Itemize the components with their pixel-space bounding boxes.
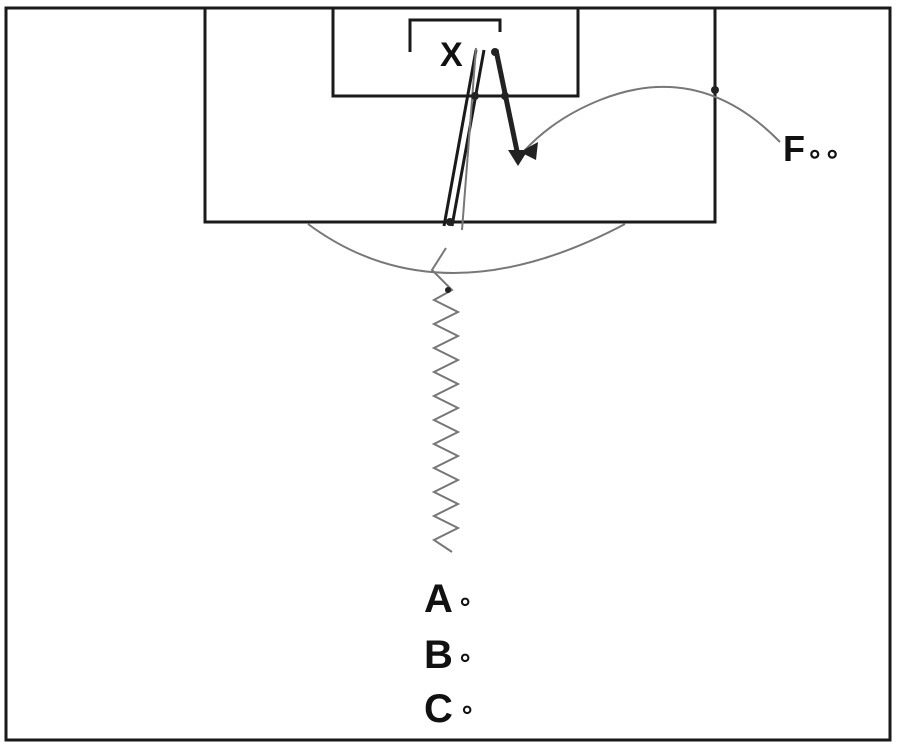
goal-area bbox=[331, 8, 580, 98]
junction-dot bbox=[711, 86, 719, 94]
player-b-label: B bbox=[424, 633, 453, 677]
player-c-marker: ∘ bbox=[459, 694, 475, 724]
keeper-movement bbox=[493, 49, 521, 157]
cone-marker: ∘∘ bbox=[806, 138, 841, 169]
cone-label: F bbox=[783, 128, 805, 169]
junction-dot bbox=[491, 48, 499, 56]
player-c-label: C bbox=[424, 687, 453, 731]
goal-frame bbox=[408, 18, 502, 52]
shot-path-right bbox=[450, 49, 486, 227]
pass-arrowhead bbox=[520, 142, 538, 160]
player-a-label: A bbox=[424, 577, 453, 621]
pass-curve bbox=[524, 85, 781, 151]
goalkeeper-label: X bbox=[440, 36, 463, 74]
dribble-path bbox=[430, 247, 461, 553]
junction-dot bbox=[501, 92, 509, 100]
penalty-area bbox=[203, 8, 717, 224]
player-a-marker: ∘ bbox=[457, 586, 473, 616]
junction-dot bbox=[471, 92, 479, 100]
junction-dot bbox=[445, 287, 451, 293]
keeper-movement-arrowhead bbox=[508, 150, 528, 166]
shot-path-return bbox=[461, 47, 477, 231]
junction-dot bbox=[446, 218, 454, 226]
player-b-marker: ∘ bbox=[457, 642, 473, 672]
pitch-boundary bbox=[4, 6, 892, 742]
shot-path-left bbox=[442, 49, 478, 227]
penalty-arc bbox=[307, 223, 626, 274]
